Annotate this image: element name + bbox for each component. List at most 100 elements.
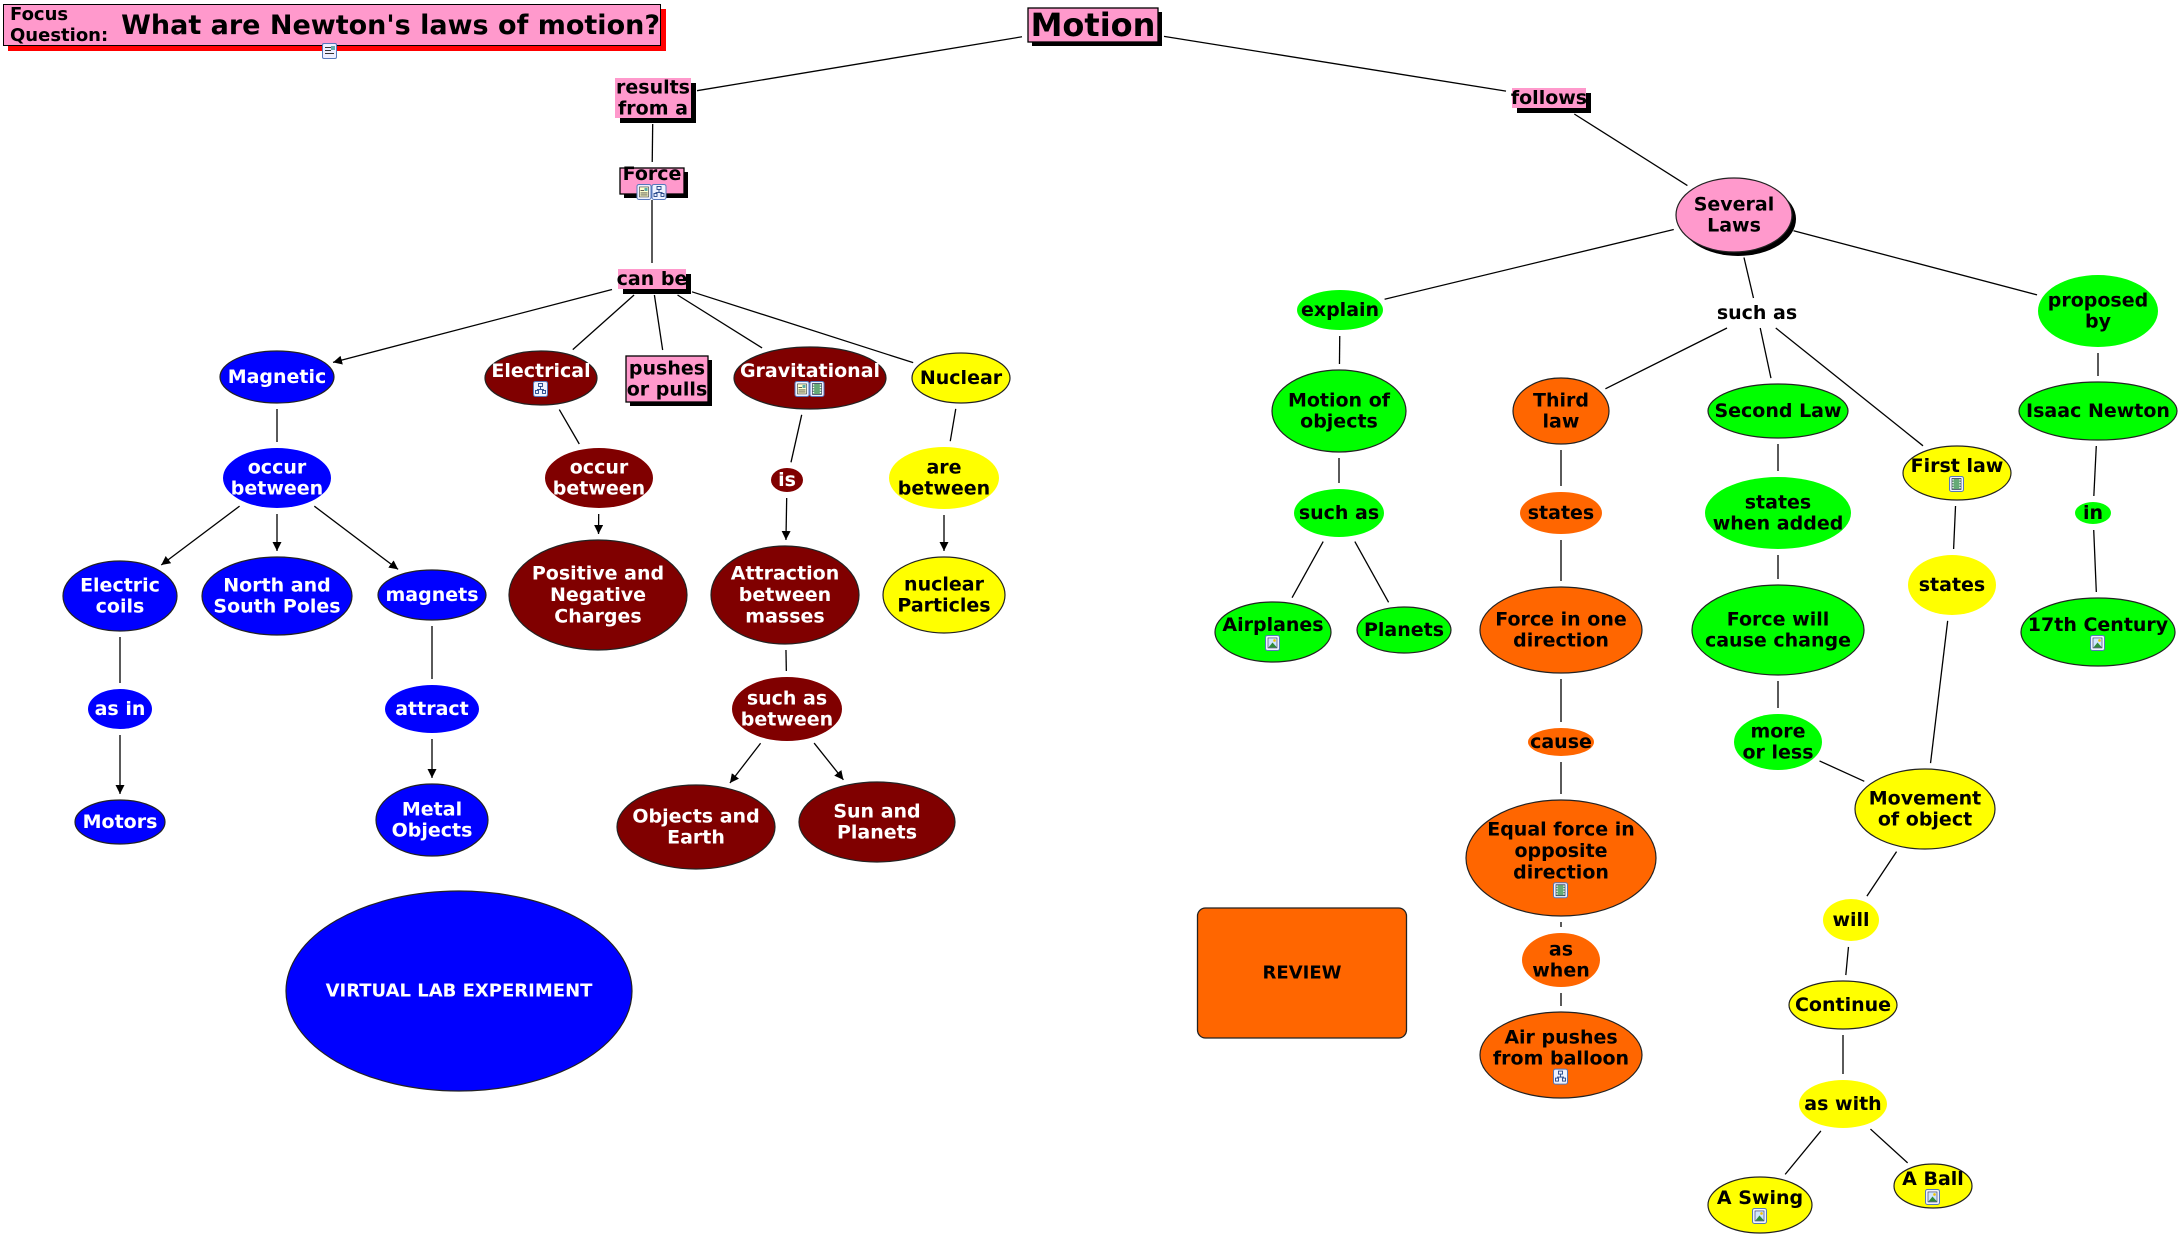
document-icon[interactable]: [794, 380, 810, 397]
video-icon[interactable]: [1949, 475, 1964, 492]
connection-more_or_less-movement_of_object: [1819, 760, 1865, 782]
connection-nuclear-are_between: [949, 408, 957, 442]
node-shape: [375, 783, 489, 857]
node-shape: [1893, 1163, 1973, 1209]
link-shape: [889, 447, 999, 509]
document-icon[interactable]: [636, 183, 652, 200]
concept-label: direction: [1513, 861, 1609, 883]
concept-review[interactable]: REVIEW: [1196, 907, 1408, 1039]
concept-label: are: [926, 456, 961, 478]
link-shape: [1520, 492, 1602, 534]
node-shape: [1707, 383, 1849, 439]
connection-can_be-magnetic: [332, 288, 613, 365]
concept-map-icon[interactable]: [651, 183, 667, 200]
concept-label: Objects and: [632, 805, 759, 827]
connection-will-continue: [1845, 946, 1850, 976]
concept-label: Particles: [897, 595, 990, 617]
link-shape: [732, 677, 842, 741]
connection-occur_between_mag-electric_coils: [160, 505, 240, 566]
node-shape: [1707, 1176, 1813, 1234]
concept-label: states: [1919, 574, 1986, 596]
connection-can_be-electrical: [572, 294, 635, 351]
concept-label: Laws: [1707, 215, 1761, 237]
node-shape: [1854, 768, 1996, 850]
concept-label: from balloon: [1493, 1048, 1629, 1070]
node-shape: [1788, 980, 1898, 1030]
concept-label: Sun and: [833, 800, 920, 822]
connection-can_be-pushes_or_pulls: [653, 294, 664, 351]
connection-electrical-occur_between_elec: [558, 409, 580, 445]
video-icon[interactable]: [809, 380, 825, 397]
concept-gravitational: Gravitational: [733, 346, 887, 410]
focus-question-text: What are Newton's laws of motion?: [121, 9, 660, 41]
link-shape: [88, 689, 152, 729]
concept-virtual-lab[interactable]: VIRTUAL LAB EXPERIMENT: [285, 890, 633, 1092]
node-shape: [62, 560, 178, 632]
concept-label: between: [741, 709, 833, 731]
node-shape: [1479, 586, 1643, 674]
connection-several_laws-such_as_plain: [1743, 257, 1755, 299]
link-shape: [1294, 489, 1384, 537]
concept-states-orange: states: [1520, 492, 1602, 534]
connection-several_laws-proposed_by: [1793, 230, 2038, 296]
connection-can_be-nuclear: [691, 291, 914, 364]
concept-label: First law: [1911, 455, 2004, 477]
image-icon[interactable]: [1925, 1188, 1940, 1205]
concept-label: law: [1543, 411, 1580, 433]
concept-label: Negative: [550, 584, 646, 606]
concept-label: can be: [617, 268, 688, 290]
concept-label: occur: [570, 456, 629, 478]
link-shape: [1908, 555, 1996, 615]
concept-label: is: [778, 469, 796, 491]
concept-magnetic: Magnetic: [219, 350, 335, 404]
node-shape: [625, 355, 709, 403]
node-shape: [1356, 606, 1452, 654]
concept-label: coils: [96, 596, 145, 618]
connection-such_as_green-planets: [1354, 541, 1390, 603]
video-icon[interactable]: [1553, 882, 1568, 899]
concept-label: Positive and: [532, 563, 664, 585]
node-shape: [616, 784, 776, 870]
concept-nuclear: Nuclear: [911, 352, 1011, 404]
concept-airplanes: Airplanes: [1214, 601, 1332, 663]
node-shape: [1465, 799, 1657, 917]
image-icon[interactable]: [1265, 634, 1280, 651]
concept-label: 17th Century: [2028, 614, 2169, 636]
image-icon[interactable]: [2090, 634, 2105, 651]
node-shape: [733, 346, 887, 410]
connection-can_be-gravitational: [677, 294, 763, 349]
link-shape: [1512, 88, 1586, 108]
concept-label: Force will: [1727, 608, 1830, 630]
concept-label: states: [1745, 491, 1812, 513]
concept-label: nuclear: [904, 573, 985, 595]
link-shape: [2075, 502, 2111, 524]
concept-label: between: [739, 584, 831, 606]
concept-label: explain: [1301, 299, 1379, 321]
concept-label: or less: [1742, 742, 1813, 764]
concept-label: Air pushes: [1504, 1026, 1617, 1048]
concept-map-icon[interactable]: [1553, 1068, 1568, 1085]
node-shape: [2020, 597, 2176, 667]
node-shape: [1691, 584, 1865, 676]
node-shape: [484, 350, 598, 406]
concept-label: will: [1832, 909, 1869, 931]
concept-label: between: [553, 478, 645, 500]
node-shape: [219, 350, 335, 404]
document-icon[interactable]: [322, 43, 337, 59]
concept-label: Equal force in: [1487, 819, 1635, 841]
image-icon[interactable]: [1752, 1207, 1767, 1224]
concept-motors: Motors: [74, 799, 166, 845]
concept-17th-century: 17th Century: [2020, 597, 2176, 667]
concept-map-icon[interactable]: [533, 380, 548, 397]
review-box[interactable]: [1196, 907, 1408, 1039]
link-shape: [1528, 728, 1594, 756]
concept-label: Isaac Newton: [2026, 400, 2170, 422]
